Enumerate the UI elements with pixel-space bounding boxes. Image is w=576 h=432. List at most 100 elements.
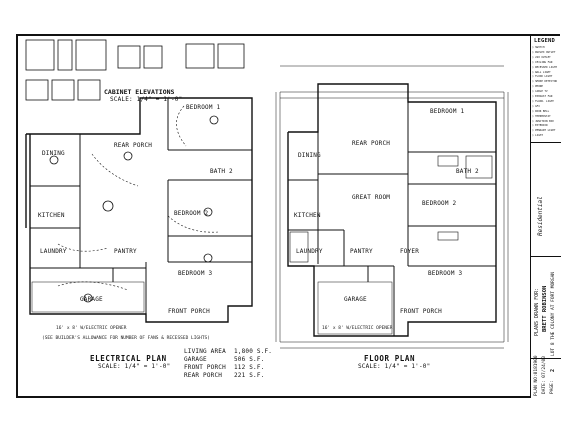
electrical-plan-title: ELECTRICAL PLAN	[90, 354, 167, 363]
area-row: LIVING AREA 1,800 S.F.	[184, 348, 272, 356]
legend-item-label: 220 OUTLET	[535, 55, 551, 59]
drawing-sheet: CABINET ELEVATIONS SCALE: 1/4" = 1'-0" B…	[16, 34, 561, 398]
elec-room-bedroom1: BEDROOM 1	[186, 104, 221, 111]
legend-item: ○ EXTERIOR	[532, 124, 560, 129]
cabinet-elevations-scale: SCALE: 1/4" = 1'-0"	[110, 96, 183, 103]
legend-item: ○ JUNCTION BOX	[532, 120, 560, 125]
legend-symbol-icon: ○	[532, 124, 536, 128]
legend-item-label: WALL LIGHT	[535, 70, 551, 74]
area-value: 221 S.F.	[234, 372, 265, 379]
legend-item: ○ WALL LIGHT	[532, 71, 560, 76]
legend-item: ○ PENDANT LIGHT	[532, 129, 560, 134]
legend-item-label: FLUOR. LIGHT	[535, 99, 554, 103]
elec-allowance-note: (SEE BUILDER'S ALLOWANCE FOR NUMBER OF F…	[42, 336, 210, 341]
legend-symbol-icon: ○	[532, 75, 536, 79]
elec-room-dining: DINING	[42, 150, 65, 157]
elec-room-laundry: LAUNDRY	[40, 248, 67, 255]
legend-item-label: CABLE TV	[535, 90, 548, 94]
legend-item-label: EXTERIOR	[535, 124, 548, 128]
divider	[531, 256, 561, 257]
legend-item: ○ EXHAUST FAN	[532, 95, 560, 100]
area-label: FRONT PORCH	[184, 364, 226, 371]
floor-plan-title: FLOOR PLAN	[364, 354, 416, 363]
floor-room-front-porch: FRONT PORCH	[400, 308, 442, 315]
legend-symbol-icon: ○	[532, 55, 536, 59]
area-row: GARAGE 506 S.F.	[184, 356, 268, 364]
legend-symbol-icon: ○	[532, 60, 536, 64]
elec-garage-door-note: 16' x 8' W/ELECTRIC OPENER	[56, 326, 127, 331]
legend-item-label: LIGHT	[535, 134, 543, 138]
legend-item-label: THERMOSTAT	[535, 114, 551, 118]
legend-item-label: EXHAUST FAN	[535, 95, 553, 98]
legend-item-label: GFI	[535, 104, 540, 108]
legend-item-label: FLOOD LIGHT	[535, 75, 553, 79]
legend-item: ○ 220 OUTLET	[532, 56, 560, 61]
area-row: FRONT PORCH 112 S.F.	[184, 364, 268, 372]
legend-symbol-icon: ○	[532, 109, 536, 113]
area-value: 506 S.F.	[234, 356, 265, 363]
legend-item: ○ FLUOR. LIGHT	[532, 100, 560, 105]
legend-symbol-icon: ○	[532, 95, 536, 98]
legend-symbol-icon: ○	[532, 46, 536, 49]
elec-room-rear-porch: REAR PORCH	[114, 142, 153, 149]
legend-item-label: SMOKE DETECTOR	[535, 80, 557, 84]
legend-item: ○ GFI	[532, 105, 560, 110]
legend-item: ○ DOOR BELL	[532, 110, 560, 115]
floor-plan-scale: SCALE: 1/4" = 1'-0"	[358, 363, 431, 370]
floor-room-pantry: PANTRY	[350, 248, 373, 255]
lot-description: LOT 8 THE COLONY AT FORT MORGAN	[551, 272, 556, 356]
floor-room-rear-porch: REAR PORCH	[352, 140, 391, 147]
elec-room-pantry: PANTRY	[114, 248, 137, 255]
legend-symbol-icon: ○	[532, 104, 536, 108]
legend-item: ○ FLOOD LIGHT	[532, 75, 560, 80]
area-value: 1,800 S.F.	[234, 348, 273, 355]
elec-room-bedroom2: BEDROOM 2	[174, 210, 209, 217]
area-row: REAR PORCH 221 S.F.	[184, 372, 268, 380]
legend-item-label: JUNCTION BOX	[535, 119, 554, 123]
client-name: BRETT ROBINSON	[542, 285, 548, 332]
page-number: 2	[550, 368, 556, 372]
elec-room-kitchen: KITCHEN	[38, 212, 65, 219]
legend-symbol-icon: ○	[532, 134, 536, 138]
floor-room-kitchen: KITCHEN	[294, 212, 321, 219]
legend-symbol-icon: ○	[532, 114, 536, 118]
divider	[531, 358, 561, 359]
area-label: LIVING AREA	[184, 348, 226, 355]
floor-room-bedroom2: BEDROOM 2	[422, 200, 457, 207]
area-schedule: LIVING AREA 1,800 S.F. GARAGE 506 S.F. F…	[184, 348, 272, 380]
legend-item-label: SWITCH	[535, 46, 545, 49]
floor-room-bedroom1: BEDROOM 1	[430, 108, 465, 115]
legend-item: ○ SMOKE DETECTOR	[532, 80, 560, 85]
designer-logo: Residential	[537, 196, 544, 236]
area-label: GARAGE	[184, 356, 207, 363]
legend-item-label: RECESSED LIGHT	[535, 65, 557, 69]
floor-room-dining: DINING	[298, 152, 321, 159]
legend-symbol-icon: ○	[532, 50, 536, 54]
legend-item: ○ PHONE	[532, 85, 560, 90]
elec-room-bath2: BATH 2	[210, 168, 233, 175]
plans-drawn-for: PLANS DRAWN FOR:	[534, 287, 540, 336]
legend-item: ○ CEILING FAN	[532, 61, 560, 66]
floor-room-laundry: LAUNDRY	[296, 248, 323, 255]
floor-garage-door-note: 16' x 8' W/ELECTRIC OPENER	[322, 326, 393, 331]
elec-room-bedroom3: BEDROOM 3	[178, 270, 213, 277]
legend-item: ○ SWITCH	[532, 46, 560, 51]
legend-item: ○ LIGHT	[532, 134, 560, 139]
legend-item-label: PHONE	[535, 85, 543, 89]
divider	[531, 142, 561, 143]
legend-symbol-icon: ○	[532, 85, 536, 89]
plan-linework	[25, 39, 509, 349]
legend-item: ○ THERMOSTAT	[532, 115, 560, 120]
elec-room-garage: GARAGE	[80, 296, 103, 303]
floor-room-great-room: GREAT ROOM	[352, 194, 391, 201]
legend-symbol-icon: ○	[532, 70, 536, 74]
elec-room-front-porch: FRONT PORCH	[168, 308, 210, 315]
legend-title: LEGEND	[534, 38, 556, 44]
cabinet-elevations-title: CABINET ELEVATIONS	[104, 88, 175, 96]
legend-symbol-icon: ○	[532, 90, 536, 94]
area-value: 112 S.F.	[234, 364, 265, 371]
legend-symbol-icon: ○	[532, 119, 536, 123]
legend-symbol-icon: ○	[532, 99, 536, 103]
floor-room-bath2: BATH 2	[456, 168, 479, 175]
legend-item-label: PENDANT LIGHT	[535, 129, 556, 133]
